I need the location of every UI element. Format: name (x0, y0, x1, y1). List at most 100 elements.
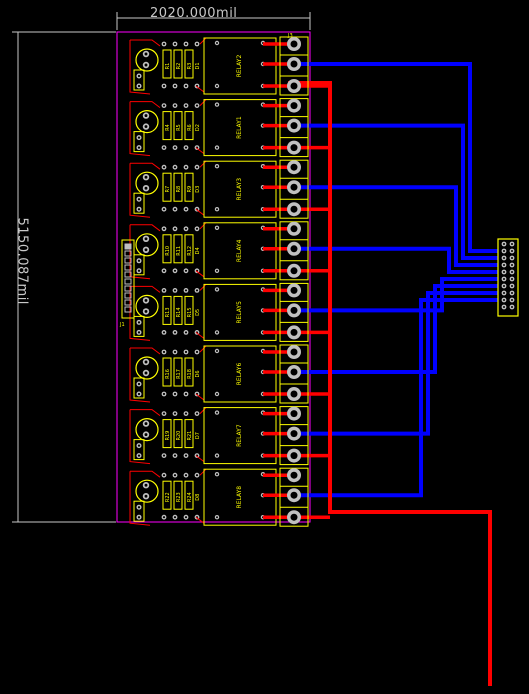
relay-label: RELAY7 (236, 424, 243, 447)
diode-label: D3 (195, 186, 201, 193)
relay-pad (214, 287, 220, 292)
header-pin (124, 271, 132, 278)
resistor-label: R18 (187, 369, 193, 379)
relay-pad (214, 472, 220, 477)
header-pin (124, 278, 132, 285)
diode-pad (136, 135, 142, 141)
diode-outline (133, 192, 145, 214)
terminal-block (279, 282, 309, 342)
resistor-pad (161, 391, 167, 397)
resistor-pad (183, 226, 189, 232)
bottom-copper-traces (294, 62, 505, 498)
height-dimension-label: 5150.087mil (14, 217, 30, 305)
diode-pad (136, 514, 142, 520)
transistor-outline (135, 479, 159, 503)
transistor-pad (142, 297, 150, 304)
transistor-pad (142, 308, 150, 315)
transistor-outline (135, 356, 159, 380)
resistor-label: R3 (187, 63, 193, 70)
resistor-label: R20 (176, 431, 182, 441)
resistor-pad (161, 288, 167, 293)
resistor-pad (172, 349, 178, 355)
resistor-pad (172, 391, 178, 397)
bottom-trace (294, 185, 505, 267)
terminal-block (279, 221, 309, 281)
resistor-pad (183, 349, 189, 355)
resistor-pad (172, 514, 178, 520)
resistor-label: R11 (176, 246, 182, 256)
header-pin (124, 306, 132, 313)
resistor-label: R19 (165, 431, 171, 441)
resistor-label: R24 (187, 492, 193, 502)
diode-outline (133, 439, 145, 461)
resistor-pad (194, 41, 200, 47)
bottom-trace (294, 298, 505, 498)
relay-label: RELAY2 (236, 55, 243, 78)
resistor-pad (183, 268, 189, 274)
transistor-pad (142, 358, 150, 366)
relay-label: RELAY1 (236, 116, 243, 139)
relay-pad (214, 348, 220, 354)
terminal-block (279, 98, 309, 158)
dimension-lines (12, 12, 311, 523)
resistor-pad (161, 514, 167, 520)
relay-label: RELAY8 (236, 486, 243, 509)
relay-pad (214, 40, 220, 46)
diode-pad (136, 258, 142, 264)
diode-pad (136, 83, 142, 89)
diode-outline (133, 500, 145, 522)
resistor-pad (194, 164, 200, 170)
resistor-pad (172, 41, 178, 47)
resistor-pad (172, 103, 178, 108)
relay-label: RELAY3 (236, 178, 243, 201)
resistor-pad (161, 164, 167, 170)
relay-pad (214, 83, 220, 89)
diode-label: D2 (195, 124, 201, 131)
relay-label: RELAY6 (236, 363, 243, 386)
signal-trace (129, 468, 207, 526)
diode-label: D1 (195, 62, 201, 69)
relay-pad (214, 515, 220, 520)
diode-pad (136, 319, 142, 325)
diode-pad (136, 196, 142, 202)
diode-pad (136, 145, 142, 151)
resistor-label: R23 (176, 492, 182, 502)
transistor-pad (142, 185, 150, 192)
diode-pad (136, 329, 142, 335)
left-header: J1 (119, 239, 135, 328)
resistor-pad (172, 411, 178, 416)
relay-pad (214, 164, 220, 169)
resistor-label: R22 (165, 492, 171, 502)
diode-pad (136, 453, 142, 459)
resistor-pad (183, 330, 189, 335)
transistor-pad (142, 246, 150, 253)
resistor-label: R9 (187, 186, 193, 193)
terminal-block (279, 467, 309, 527)
transistor-pad (142, 174, 150, 181)
transistor-outline (135, 48, 159, 72)
resistor-pad (172, 206, 178, 212)
signal-trace (129, 407, 207, 465)
diode-pad (136, 268, 142, 274)
signal-trace (129, 37, 207, 95)
resistor-label: R6 (187, 124, 193, 131)
transistor-pad (142, 420, 150, 427)
relay-pad (214, 330, 220, 335)
resistor-pad (183, 145, 189, 151)
transistor-pad (142, 61, 150, 69)
signal-trace (129, 345, 207, 403)
terminal-block (279, 36, 309, 96)
resistor-label: R2 (176, 63, 182, 70)
header-pin (124, 243, 132, 250)
